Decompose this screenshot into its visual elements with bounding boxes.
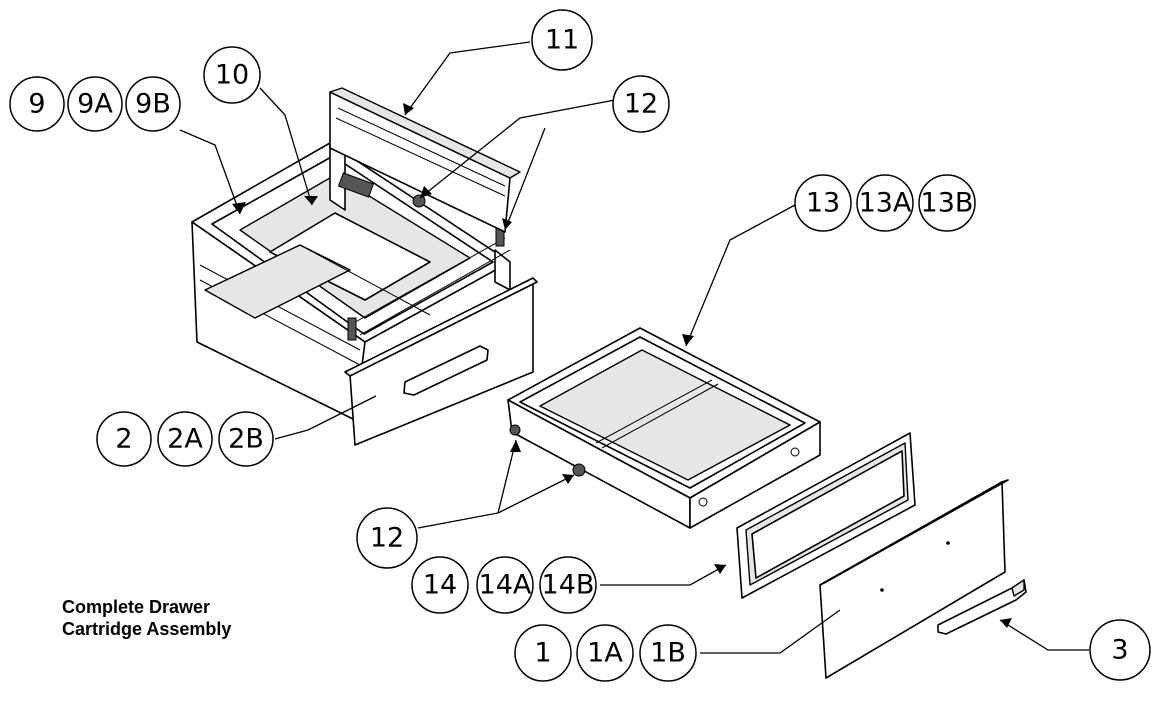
callout-11: 11 <box>531 9 593 71</box>
callout-1a: 1A <box>576 624 634 682</box>
callout-2a: 2A <box>157 411 213 467</box>
callout-14: 14 <box>411 556 469 614</box>
diagram-caption: Complete Drawer Cartridge Assembly <box>62 596 231 640</box>
leader-lines <box>179 41 1089 654</box>
callout-2b: 2B <box>218 411 274 467</box>
svg-text:10: 10 <box>215 60 249 91</box>
callout-2: 2 <box>96 411 152 467</box>
callout-13a: 13A <box>856 174 914 232</box>
svg-text:1A: 1A <box>587 638 623 669</box>
svg-text:2A: 2A <box>167 424 203 455</box>
callout-12-top: 12 <box>612 75 670 133</box>
svg-text:9A: 9A <box>77 89 113 120</box>
callout-1: 1 <box>514 624 572 682</box>
svg-text:14: 14 <box>423 570 457 601</box>
svg-text:9B: 9B <box>135 89 171 120</box>
svg-text:1B: 1B <box>650 638 686 669</box>
front-frame <box>736 432 916 599</box>
svg-text:13: 13 <box>806 188 840 219</box>
caption-line-1: Complete Drawer <box>62 597 211 617</box>
svg-text:2: 2 <box>115 424 132 455</box>
callout-13: 13 <box>794 174 852 232</box>
callout-14b: 14B <box>539 556 597 614</box>
pin-bottom <box>572 463 586 477</box>
svg-text:13B: 13B <box>921 188 974 219</box>
svg-text:14B: 14B <box>542 570 595 601</box>
svg-text:14A: 14A <box>479 570 532 601</box>
drawer-front-panel <box>819 479 1009 679</box>
callout-9b: 9B <box>125 76 181 132</box>
callout-10: 10 <box>203 46 261 104</box>
svg-text:12: 12 <box>370 523 404 554</box>
svg-text:12: 12 <box>624 89 658 120</box>
pin-top <box>412 194 426 208</box>
callout-3: 3 <box>1089 619 1151 681</box>
callout-14a: 14A <box>476 556 534 614</box>
drawer-box <box>507 327 821 529</box>
caption-line-2: Cartridge Assembly <box>62 619 232 639</box>
callout-13b: 13B <box>918 174 976 232</box>
svg-text:3: 3 <box>1111 635 1128 666</box>
callout-12-bottom: 12 <box>356 507 418 569</box>
handle <box>937 579 1027 635</box>
callout-1b: 1B <box>639 624 697 682</box>
callout-9a: 9A <box>67 76 123 132</box>
svg-text:11: 11 <box>545 25 579 56</box>
cabinet-frame <box>191 142 538 446</box>
svg-text:2B: 2B <box>228 424 264 455</box>
svg-text:1: 1 <box>534 638 551 669</box>
svg-text:9: 9 <box>28 89 45 120</box>
svg-text:13A: 13A <box>859 188 912 219</box>
callout-9: 9 <box>9 76 65 132</box>
